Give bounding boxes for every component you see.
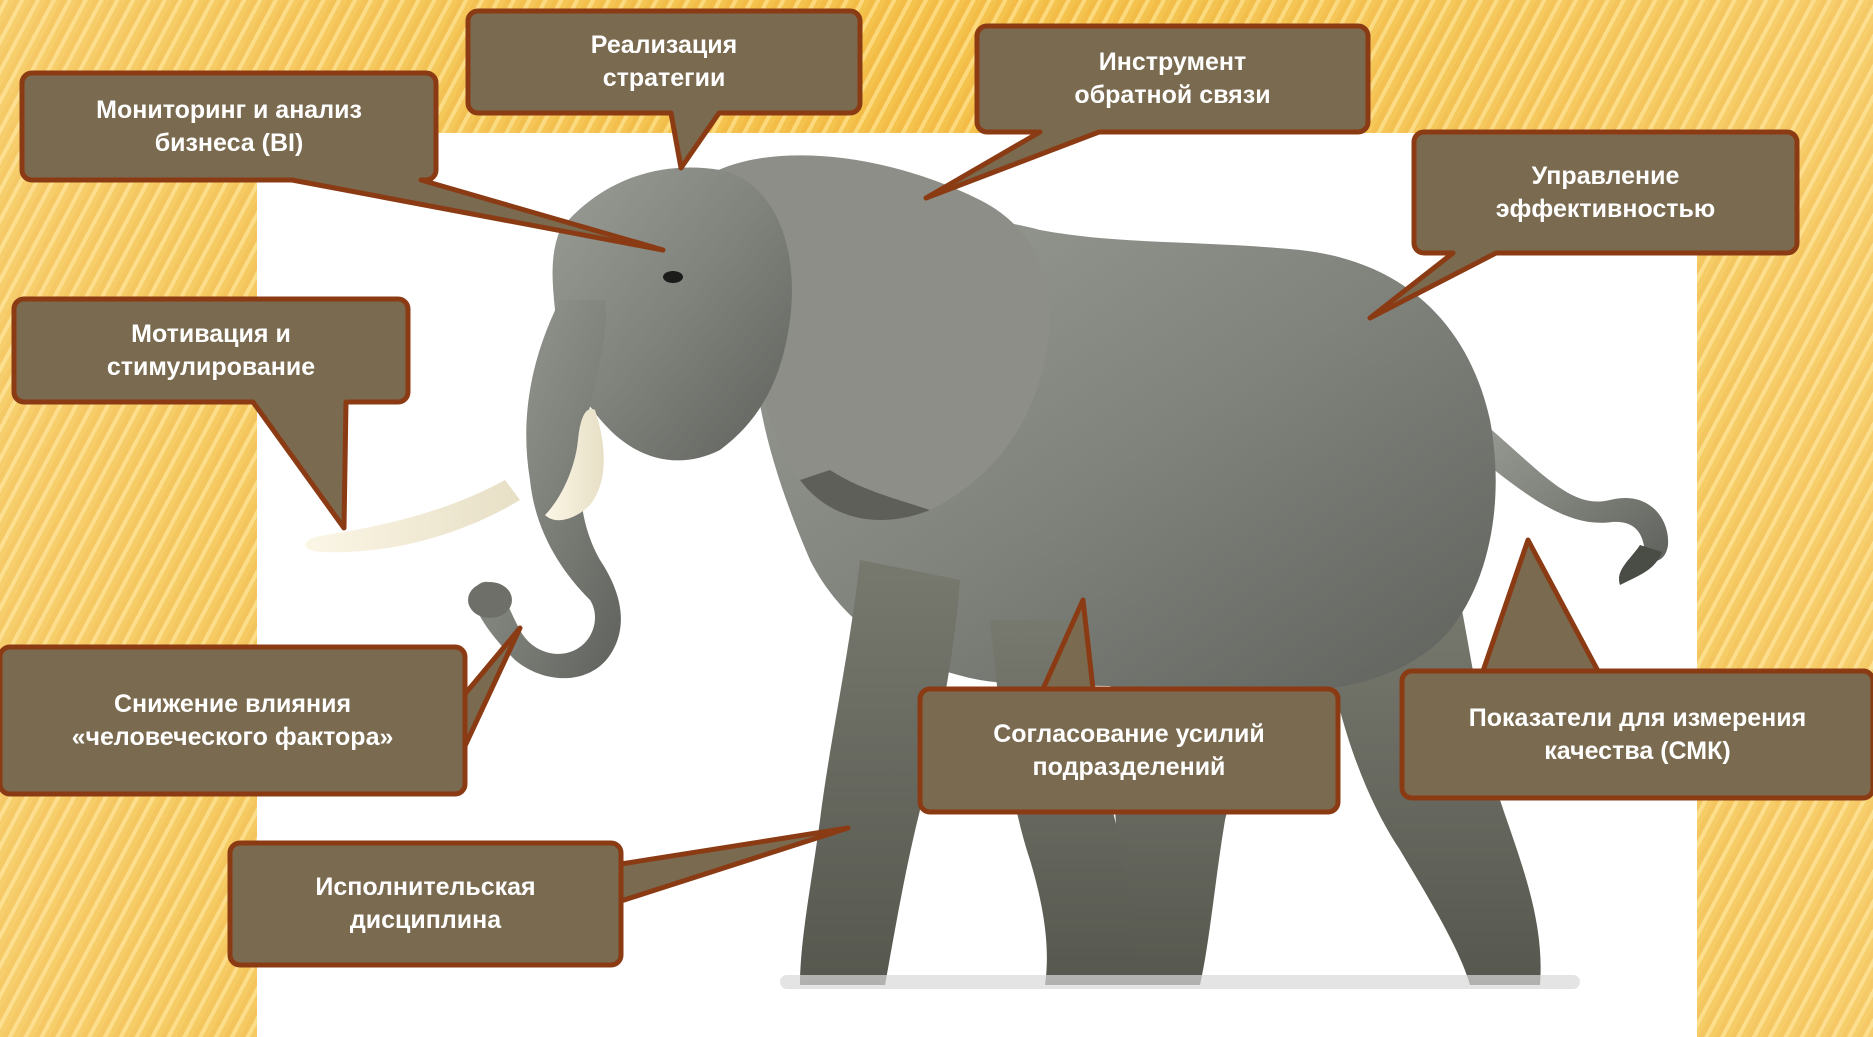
callout-quality-label: Показатели для измерения качества (СМК) (1402, 671, 1873, 798)
callout-human-factor-label: Снижение влияния «человеческого фактора» (0, 647, 465, 794)
callout-performance-label: Управление эффективностью (1414, 132, 1797, 253)
callout-motivation-label: Мотивация и стимулирование (14, 299, 408, 402)
callout-strategy-label: Реализация стратегии (468, 11, 860, 113)
callout-feedback-label: Инструмент обратной связи (977, 26, 1368, 132)
callout-monitoring-label: Мониторинг и анализ бизнеса (BI) (22, 73, 436, 180)
callout-discipline-label: Исполнительская дисциплина (230, 843, 621, 965)
callout-coordination-label: Согласование усилий подразделений (920, 689, 1338, 812)
